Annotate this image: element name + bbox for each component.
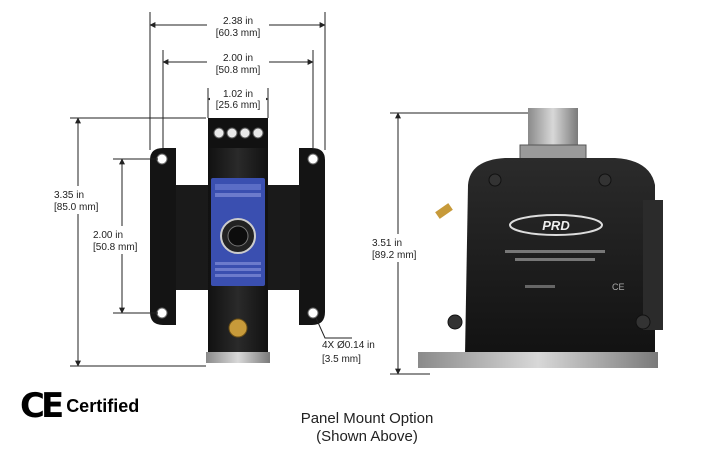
figure-caption: Panel Mount Option (Shown Above) [262,410,472,446]
dim-holes-in: 4X Ø0.14 in [322,340,375,351]
side-base-rail [418,352,658,368]
dim-body-width-in: 1.02 in [223,89,253,100]
side-housing [465,158,655,355]
prd-logo-ellipse [509,214,603,236]
dim-side-height-in: 3.51 in [372,238,402,249]
caption-line-1: Panel Mount Option [300,410,434,427]
front-view-device [150,118,325,363]
dim-hole-vertical-mm: [50.8 mm] [93,242,138,253]
din-rail-base [206,352,270,363]
terminal-screws [213,127,264,139]
ground-connector [228,318,248,338]
mounting-hole-bottom-right [307,307,319,319]
certified-label: Certified [66,395,140,416]
side-ce-mark: CE [612,282,625,292]
dim-overall-width-mm: [60.3 mm] [216,28,261,39]
dim-hole-vertical-in: 2.00 in [93,230,123,241]
dim-holes-mm: [3.5 mm] [322,354,361,365]
dimension-labels: 2.38 in [60.3 mm] 2.00 in [50.8 mm] 1.02… [52,14,426,365]
caption-line-2: (Shown Above) [316,428,418,445]
dim-hole-spacing-in: 2.00 in [223,53,253,64]
mounting-hole-top-right [307,153,319,165]
mounting-hole-bottom-left [156,307,168,319]
side-view-device: PRD CE [418,108,663,368]
dim-overall-height-mm: [85.0 mm] [54,202,99,213]
prd-logo-text: PRD [542,218,570,233]
ce-mark-icon: CE [20,386,64,426]
dim-overall-width-in: 2.38 in [223,16,253,27]
mounting-hole-top-left [156,153,168,165]
dim-overall-height-in: 3.35 in [54,190,84,201]
dim-body-width-mm: [25.6 mm] [216,100,261,111]
dim-side-height-mm: [89.2 mm] [372,250,417,261]
dim-hole-spacing-mm: [50.8 mm] [216,65,261,76]
side-gold-connector [435,203,453,219]
ce-certification: CE Certified [20,389,139,423]
